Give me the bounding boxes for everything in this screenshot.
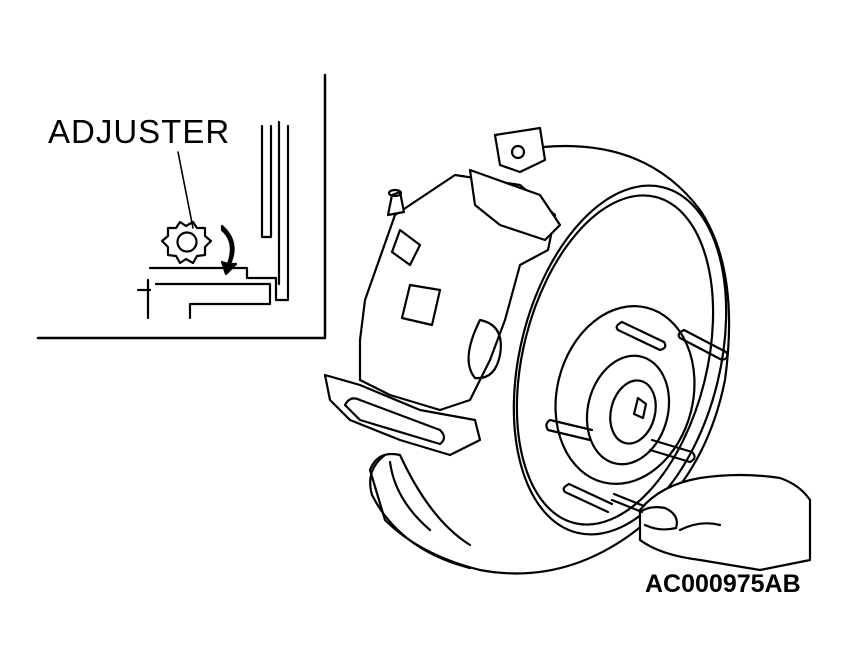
caliper-window (402, 285, 440, 325)
rotation-arrow-icon (222, 226, 236, 274)
wheel-studs (546, 322, 727, 512)
brake-caliper (325, 128, 560, 455)
star-wheel-icon (162, 222, 211, 263)
upper-mount-ear (495, 128, 545, 172)
wheel-stud (650, 440, 695, 462)
upper-mount-hole (512, 146, 524, 158)
dust-shield (370, 146, 729, 573)
wheel-stud (617, 322, 666, 350)
brake-rotor (480, 163, 760, 557)
caliper-cylinder (469, 320, 501, 378)
inset-frame (38, 75, 325, 338)
hand-with-tool (612, 475, 810, 570)
hub-bore (604, 376, 662, 449)
adjusting-tool-icon (612, 494, 644, 512)
caliper-bracket (470, 170, 560, 240)
inset-housing-wall (262, 122, 288, 298)
caliper-piston-housing (392, 230, 420, 265)
hand-finger (640, 507, 677, 529)
figure-code: AC000975AB (645, 570, 801, 598)
rotor-hat (537, 291, 713, 499)
hand-outline (640, 475, 810, 570)
inset-detail (38, 75, 325, 338)
adjuster-label: ADJUSTER (48, 113, 231, 150)
brake-assembly (325, 128, 760, 573)
inset-housing-base (138, 268, 288, 318)
dust-shield-lower-lip (370, 455, 470, 568)
rotor-inner-edge (485, 175, 745, 546)
wheel-stud (679, 330, 728, 360)
caliper-mount-bolt (345, 398, 444, 444)
bleeder-screw-tip (389, 190, 401, 196)
wheel-stud (546, 420, 592, 440)
hand-knuckle-line (680, 523, 720, 530)
hub-cap-detail (634, 398, 646, 418)
wheel-stud (564, 484, 612, 512)
adjuster-leader-line (178, 152, 193, 228)
hub-flange (576, 347, 680, 473)
star-wheel-hub (178, 233, 197, 252)
